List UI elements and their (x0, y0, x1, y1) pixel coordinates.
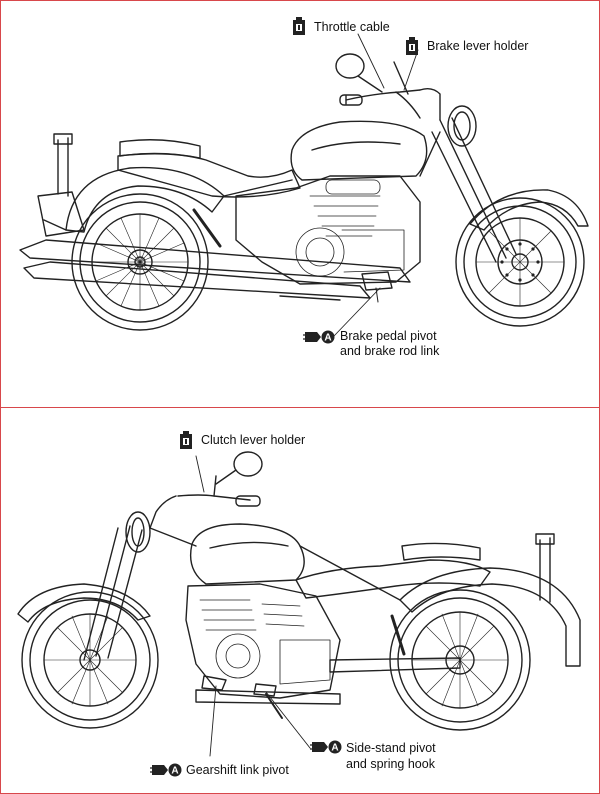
callout-gearshift-link: Gearshift link pivot (186, 763, 289, 777)
callout-brake-lever-holder: Brake lever holder (427, 39, 529, 53)
callout-clutch-lever-holder: Clutch lever holder (201, 433, 306, 447)
top-front-wheel (455, 197, 585, 327)
callout-side-stand-line1: Side-stand pivot (346, 741, 436, 755)
panel-divider (1, 407, 599, 408)
oil-can-icon (406, 37, 418, 55)
bottom-motorcycle (17, 451, 581, 731)
grease-gun-A-icon: A (303, 330, 335, 344)
svg-text:A: A (171, 766, 178, 777)
oil-can-icon (180, 431, 192, 449)
bottom-front-wheel (21, 591, 159, 729)
top-motorcycle (19, 53, 589, 331)
callout-throttle-cable: Throttle cable (314, 20, 390, 34)
grease-gun-A-icon: A (150, 763, 182, 777)
bottom-rear-wheel (389, 589, 531, 731)
svg-text:A: A (331, 743, 338, 754)
callout-side-stand-line2: and spring hook (346, 757, 435, 771)
oil-can-icon (293, 17, 305, 35)
callout-brake-pedal-line2: and brake rod link (340, 344, 440, 358)
top-leader-lines (333, 33, 419, 337)
svg-text:A: A (324, 333, 331, 344)
bottom-leader-lines (195, 455, 311, 757)
grease-gun-A-icon: A (310, 740, 342, 754)
callout-brake-pedal-line1: Brake pedal pivot (340, 329, 437, 343)
